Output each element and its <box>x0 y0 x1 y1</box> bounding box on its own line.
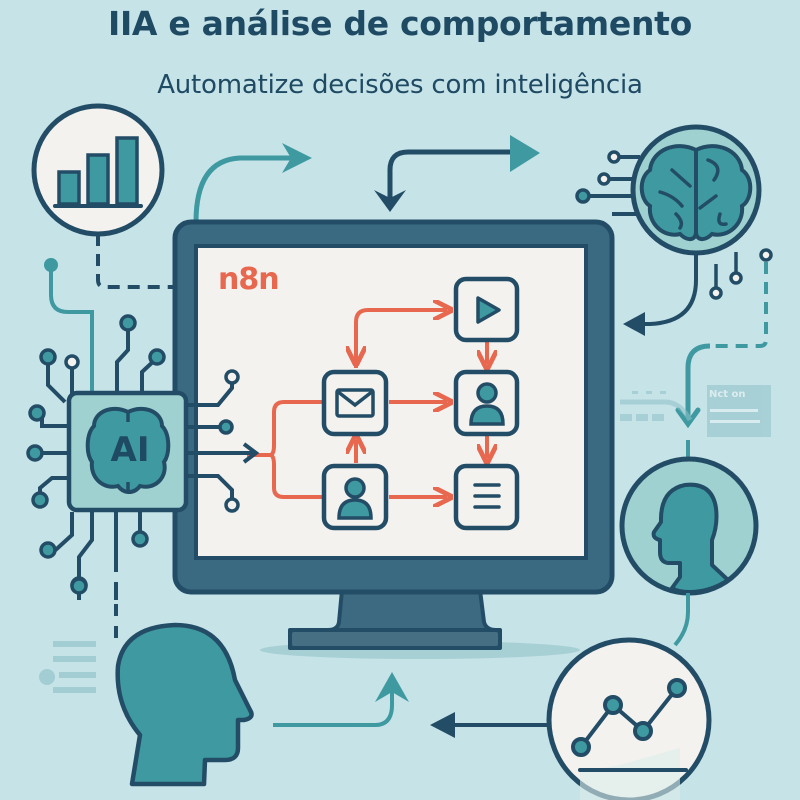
workflow-node-user-top[interactable] <box>453 369 520 437</box>
person-head-icon <box>115 622 254 787</box>
ai-chip-icon <box>26 314 260 600</box>
workflow-node-email[interactable] <box>321 369 389 437</box>
side-card-text: Nct on <box>709 389 746 400</box>
page-subtitle: Automatize decisões com inteligência <box>157 70 643 100</box>
head-profile-icon <box>619 456 759 596</box>
side-card <box>620 385 771 437</box>
workflow-node-user-bottom[interactable] <box>321 463 389 531</box>
ai-chip-label: AI <box>110 430 150 470</box>
n8n-logo: n8n <box>218 262 280 297</box>
list-lines-decoration <box>39 641 96 693</box>
bar-chart-icon <box>31 103 165 237</box>
workflow-node-trigger[interactable] <box>453 276 520 343</box>
page-title: IIA e análise de comportamento <box>107 4 693 43</box>
brain-icon <box>575 124 762 256</box>
line-chart-icon <box>546 637 712 800</box>
workflow-node-list[interactable] <box>453 463 520 531</box>
workflow-diagram <box>247 310 487 497</box>
